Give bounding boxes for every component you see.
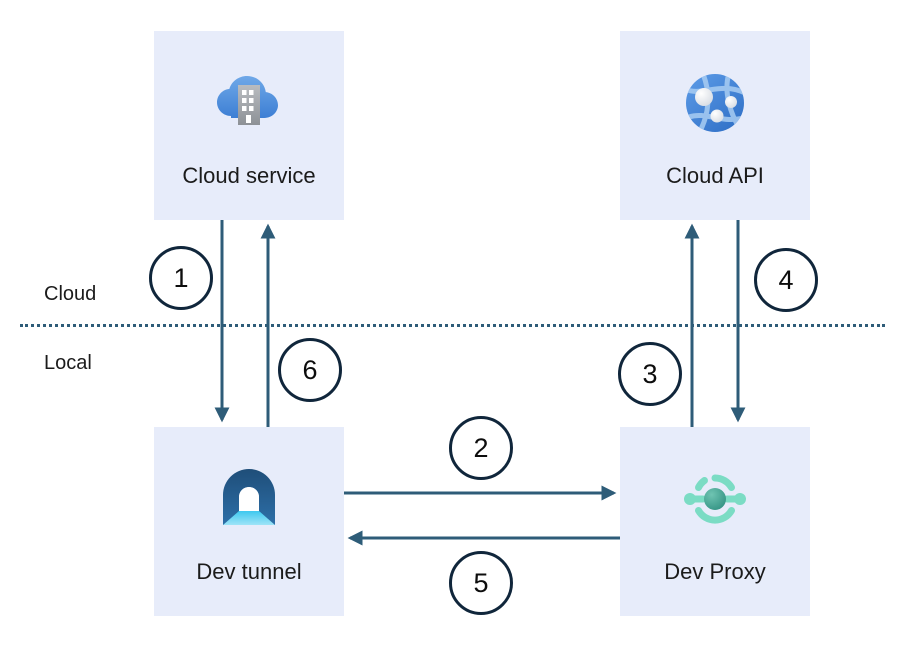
node-label-dev-proxy: Dev Proxy <box>664 559 766 584</box>
dev-proxy-icon <box>684 474 746 524</box>
step-badge-3: 3 <box>618 342 682 406</box>
step-badge-2: 2 <box>449 416 513 480</box>
cloud-building-icon <box>217 76 278 125</box>
node-cloud-service[interactable]: Cloud service <box>154 31 344 220</box>
node-label-cloud-service: Cloud service <box>182 163 316 188</box>
step-badge-4: 4 <box>754 248 818 312</box>
tunnel-icon <box>223 469 275 525</box>
node-label-dev-tunnel: Dev tunnel <box>196 559 302 584</box>
step-badge-1: 1 <box>149 246 213 310</box>
node-label-cloud-api: Cloud API <box>666 163 764 188</box>
node-cloud-api[interactable]: Cloud API <box>620 31 810 220</box>
cloud-local-divider <box>20 324 885 327</box>
zone-label-cloud: Cloud <box>44 283 97 305</box>
step-badge-5: 5 <box>449 551 513 615</box>
zone-label-local: Local <box>44 352 92 374</box>
globe-network-icon <box>686 74 744 132</box>
node-dev-proxy[interactable]: Dev Proxy <box>620 427 810 616</box>
step-badge-6: 6 <box>278 338 342 402</box>
node-dev-tunnel[interactable]: Dev tunnel <box>154 427 344 616</box>
